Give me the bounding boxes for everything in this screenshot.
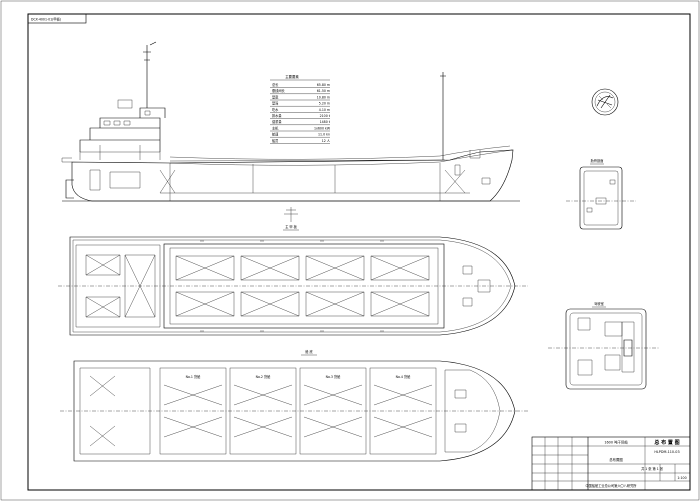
title-block: 1600 吨干货船 总 布 置 图 总布置图 HLPDM-110-03 1:10… <box>531 436 691 491</box>
hold-compartment: No.2 货舱 <box>229 367 297 455</box>
fore-mast <box>440 72 446 160</box>
spec-row: 船员 12 人 <box>270 138 331 144</box>
spec-row: 垂线间长 61.50 m <box>270 88 330 94</box>
title-name: 总布置图 <box>609 457 623 462</box>
funnel <box>117 99 133 109</box>
hatch-cover <box>240 255 300 317</box>
hold-compartment: No.4 货舱 <box>369 367 437 455</box>
stern-bulwark <box>61 157 72 163</box>
bulwark-line <box>169 145 511 160</box>
spec-row: 吃水 4.10 m <box>270 107 330 113</box>
spec-label: 吃水 <box>272 107 279 112</box>
hatch-cover <box>305 255 365 317</box>
spec-table-title: 主要要素 <box>285 74 299 79</box>
spec-label: 载重量 <box>272 119 282 124</box>
sheet-label: DCX-4001-01(甲板) <box>31 17 61 22</box>
aft-mast <box>143 41 157 108</box>
spec-label: 型宽 <box>272 94 279 99</box>
spec-row: 载重量 1480 t <box>270 119 331 125</box>
spec-label: 型深 <box>272 101 279 106</box>
bollards <box>200 240 384 332</box>
profile-view <box>61 41 520 222</box>
spec-label: 总长 <box>272 82 279 87</box>
deckhouse-plan: 驾驶室 <box>548 301 660 390</box>
rudder <box>65 179 74 199</box>
hold-label: No.2 货舱 <box>256 374 272 379</box>
spec-row: 排水量 2100 t <box>270 113 331 119</box>
spec-row: 型深 5.20 m <box>270 101 330 107</box>
spec-label: 垂线间长 <box>272 88 286 93</box>
anchor-mark <box>284 207 298 222</box>
spec-table: 主要要素 总长 65.80 m 垂线间长 61.50 m 型宽 10.80 m 型深 5.20… <box>270 74 331 144</box>
title-designer: 总 布 置 图 <box>654 439 679 446</box>
fore-peak <box>444 369 501 453</box>
spec-value: 1x600 kW <box>314 126 331 130</box>
hull-outline <box>71 149 514 202</box>
title-company: 中国船舶工业总公司第六〇八研究所 <box>586 483 638 488</box>
hold-compartment: No.3 货舱 <box>299 367 367 455</box>
hatch-cover <box>370 255 430 317</box>
hatch-frame-outer <box>163 243 445 329</box>
title-scale: 1:100 <box>677 476 686 480</box>
hatch-coaming <box>169 159 446 162</box>
spec-row: 主机 1x600 kW <box>270 125 331 132</box>
main-deck-line <box>169 149 513 166</box>
company-logo <box>591 88 619 116</box>
spec-value: 1480 t <box>320 120 331 124</box>
bridge-windows <box>103 110 151 126</box>
deck-inner-line <box>72 239 512 333</box>
title-drawing-no: HLPDM-110-03 <box>654 450 679 454</box>
section-view: 肋骨剖面 <box>566 158 636 230</box>
superstructure <box>79 107 166 152</box>
aft-deckhouse-cross <box>85 254 156 318</box>
section-view-label: 肋骨剖面 <box>591 158 604 163</box>
sheet-border-inner <box>27 13 691 491</box>
hold-compartments: No.1 货舱 No.2 货舱 No.3 货舱 No.4 货舱 <box>159 367 437 455</box>
spec-value: 5.20 m <box>319 102 330 106</box>
spec-label: 排水量 <box>272 113 282 118</box>
spec-value: 12 人 <box>322 139 331 143</box>
hold-compartment: No.1 货舱 <box>159 367 227 455</box>
deckhouse-plan-label: 驾驶室 <box>594 301 604 306</box>
hatch-frame-inner <box>169 247 439 325</box>
spec-value: 11.0 kn <box>318 133 330 137</box>
hold-label: No.1 货舱 <box>186 374 202 379</box>
hold-plan-label: 舱 底 <box>305 349 313 354</box>
sheet-label-box: DCX-4001-01(甲板) <box>27 13 87 24</box>
spec-table-rows: 总长 65.80 m 垂线间长 61.50 m 型宽 10.80 m 型深 5.20 m 吃水 4… <box>270 82 331 144</box>
windlass <box>462 265 491 307</box>
spec-row: 总长 65.80 m <box>270 82 330 88</box>
hold-label: No.3 货舱 <box>326 374 342 379</box>
hold-outline <box>73 360 516 462</box>
hold-diagonals <box>159 169 466 194</box>
main-deck-plan: 主 甲 板 <box>58 224 528 336</box>
spec-label: 主机 <box>272 125 279 130</box>
spec-value: 61.50 m <box>317 89 330 93</box>
title-project: 1600 吨干货船 <box>604 440 628 445</box>
spec-value: 4.10 m <box>319 108 330 112</box>
spec-label: 船员 <box>272 138 278 143</box>
hatch-covers-upper <box>175 255 430 317</box>
spec-value: 65.80 m <box>317 83 330 87</box>
spec-value: 2100 t <box>320 114 331 118</box>
stern-machinery <box>79 145 161 191</box>
hold-label: No.4 货舱 <box>396 374 412 379</box>
main-deck-plan-label: 主 甲 板 <box>285 224 297 229</box>
spec-row: 型宽 10.80 m <box>270 94 330 101</box>
hold-plan: 舱 底 No.1 货舱 No.2 货舱 No.3 货舱 No.4 货舱 <box>60 349 528 462</box>
forecastle-fittings <box>454 150 491 185</box>
spec-row: 航速 11.0 kn <box>270 132 330 138</box>
title-sheet: 共 1 张 第 1 张 <box>641 466 664 471</box>
spec-value: 10.80 m <box>317 95 330 99</box>
hatch-cover <box>175 255 235 317</box>
engine-room <box>79 367 151 455</box>
spec-label: 航速 <box>272 132 279 137</box>
